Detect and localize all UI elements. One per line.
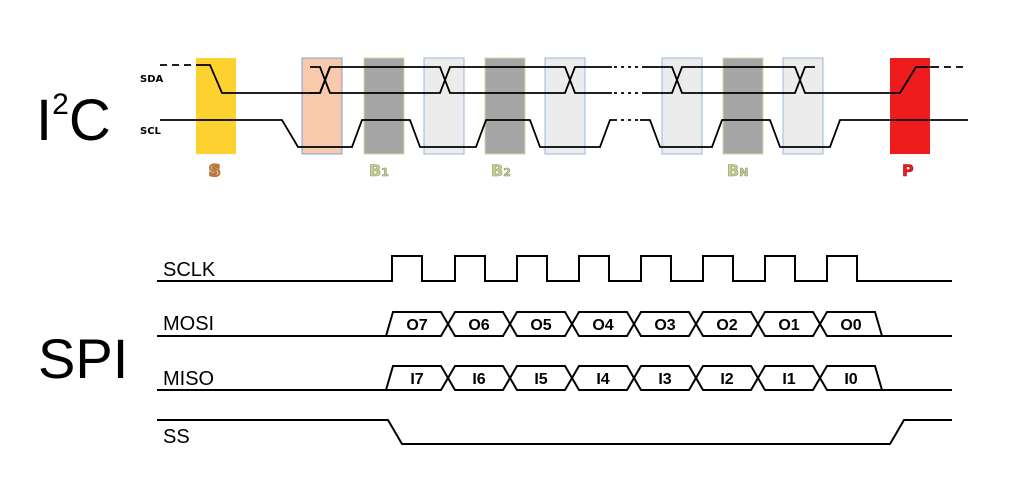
- bit-b1-box: [363, 57, 405, 155]
- mosi-bit-o1: O1: [778, 317, 799, 334]
- miso-bus: I7 I6 I5 I4 I3 I2 I1 I0: [157, 365, 952, 391]
- ss-label: SS: [163, 426, 190, 448]
- miso-bit-i4: I4: [596, 371, 609, 388]
- miso-bit-i3: I3: [658, 371, 671, 388]
- i2c-title: I2C: [36, 88, 111, 153]
- bit-window-light-1: [423, 57, 465, 155]
- miso-label: MISO: [163, 368, 214, 390]
- bn-marker: BN: [727, 161, 748, 180]
- spi-title: SPI: [38, 327, 128, 390]
- scl-label: SCL: [140, 126, 162, 137]
- miso-bit-i7: I7: [410, 371, 423, 388]
- mosi-bit-o2: O2: [716, 317, 737, 334]
- mosi-label: MOSI: [163, 313, 214, 335]
- bit-bn-box: [722, 57, 764, 155]
- start-condition-box: [196, 58, 236, 154]
- stop-condition-box: [890, 58, 930, 154]
- mosi-bit-o0: O0: [840, 317, 861, 334]
- miso-bit-i5: I5: [534, 371, 547, 388]
- sclk-label: SCLK: [163, 259, 216, 281]
- mosi-bit-o3: O3: [654, 317, 675, 334]
- miso-bit-i0: I0: [844, 371, 857, 388]
- bit-window-light-2: [544, 57, 586, 155]
- ss-waveform: [157, 419, 952, 445]
- sda-label: SDA: [140, 74, 164, 85]
- sda-waveform: [160, 64, 968, 94]
- i2c-markers: S B1 B2 BN P: [208, 160, 914, 181]
- miso-bit-i6: I6: [472, 371, 485, 388]
- start-marker: S: [209, 161, 221, 180]
- b2-marker: B2: [491, 161, 511, 180]
- stop-marker: P: [902, 161, 914, 180]
- mosi-bit-o7: O7: [406, 317, 427, 334]
- sclk-waveform: [157, 255, 952, 282]
- miso-bit-i1: I1: [782, 371, 795, 388]
- scl-waveform: [160, 119, 968, 148]
- b1-marker: B1: [369, 161, 389, 180]
- miso-bit-i2: I2: [720, 371, 733, 388]
- mosi-bit-o5: O5: [530, 317, 551, 334]
- bit-window-light-3: [661, 57, 703, 155]
- bit-b2-box: [484, 57, 526, 155]
- i2c-section: I2C SDA SCL S: [36, 57, 968, 181]
- mosi-bit-o4: O4: [592, 317, 613, 334]
- mosi-bus: O7 O6 O5 O4 O3 O2 O1 O0: [157, 311, 952, 337]
- spi-section: SPI SCLK MOSI MISO SS O7 O6 O5 O4 O3 O2 O1 O0 I…: [38, 255, 952, 448]
- mosi-bit-o6: O6: [468, 317, 489, 334]
